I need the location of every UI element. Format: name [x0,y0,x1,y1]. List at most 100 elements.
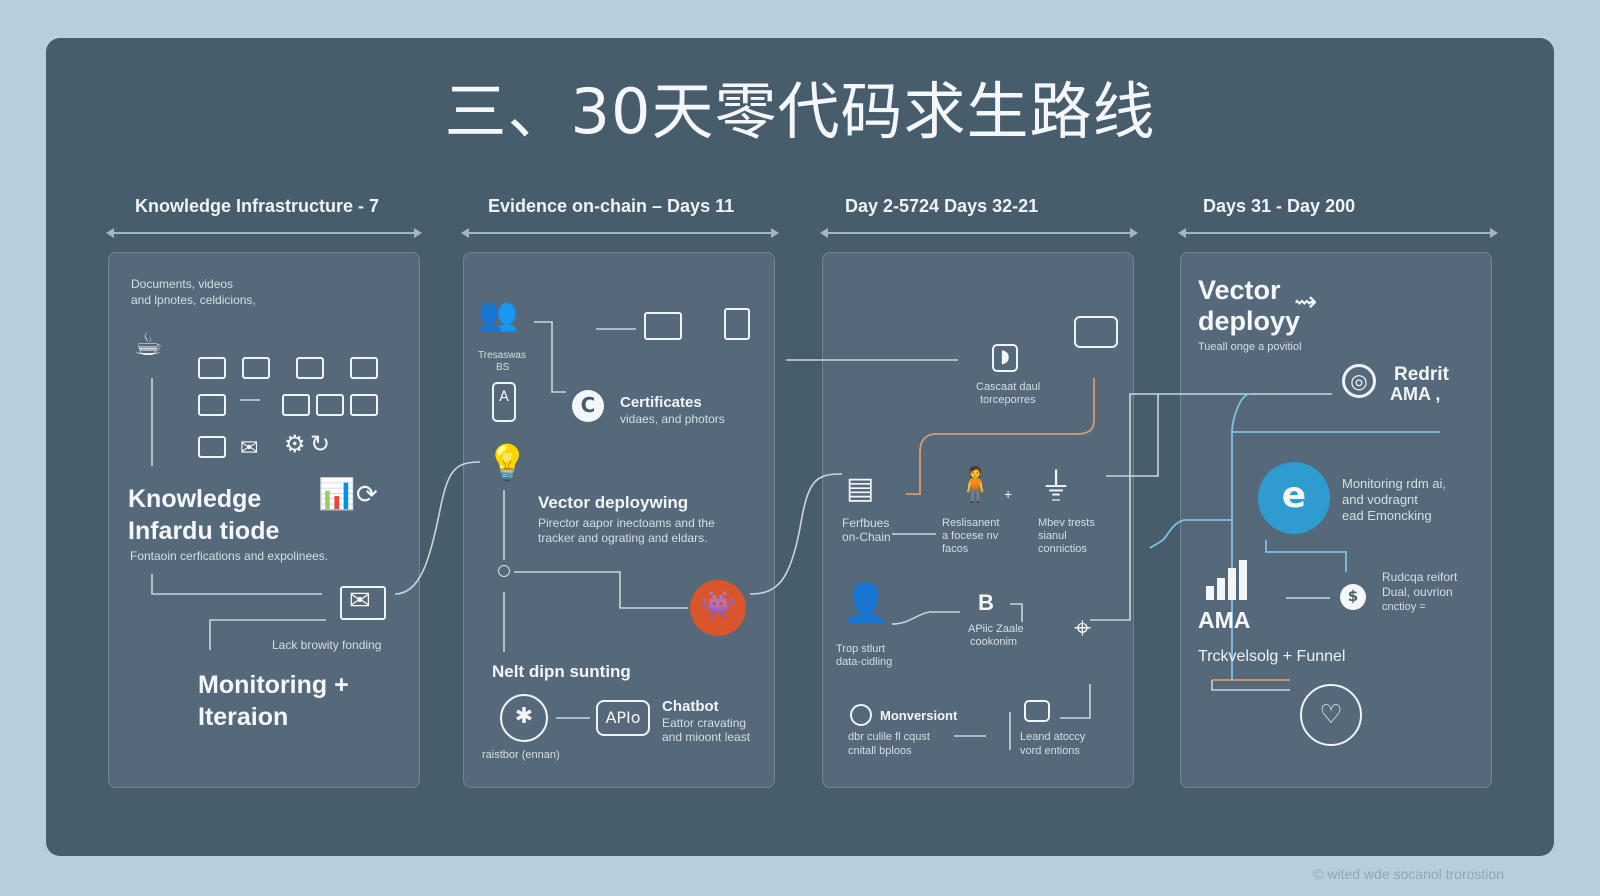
col3-api-line2: cookonim [970,636,1018,648]
globe-icon: ◎ [1342,364,1376,398]
col3-top-line2: data-cidling [836,656,893,668]
col3-b-letter: B [978,590,994,615]
col3-plus: + [1004,486,1013,502]
heart-icon: ♡ [1300,684,1362,746]
col4-redrit-line1: Redrit [1394,364,1449,385]
user-group-icon: 👥 [478,295,518,333]
sync-icon: ⟳ [356,480,378,510]
wire-col1-to-col2 [394,461,481,595]
col1-heading-infra: Infardu tiode [128,517,280,545]
phase-1-panel [108,252,420,788]
col4-funnel-label: Trckvelsolg + Funnel [1198,648,1346,665]
phase-2-timeline-arrow [461,228,779,238]
col1-heading-monitoring: Monitoring + [198,671,349,699]
col4-mon-line3: ead Emoncking [1342,508,1432,523]
col3-cascat-line1: Cascaat daul [976,381,1041,393]
col3-f3-line2: sianul [1038,530,1067,542]
col3-f2-line3: facos [942,543,969,555]
lightbulb-icon: 💡 [486,443,529,483]
user-icon: 👤 [842,581,890,625]
refresh-icon: ↻ [310,430,331,458]
col4-redrit-line2: AMA , [1390,384,1441,404]
col2-tiny-label1: Tresaswas [478,350,526,361]
col4-rud-line3: cnctioy = [1382,601,1426,613]
plug-icon: ⏚ [1040,465,1073,503]
wire-col4-funnel [1211,680,1290,691]
blue-wire-col4-left [1149,519,1232,549]
col2-bottom-caption: raistbor (ennan) [482,749,560,761]
wire-col3-plug-to-col4 [1106,394,1159,477]
col3-f1-line1: Ferfbues [842,516,890,530]
col3-monv-sub2: cnitall bploos [848,745,912,757]
col2-chatbot-title: Chatbot [662,698,719,715]
chart-icon: 📊 [318,477,356,512]
wire-col3-lead-up [1060,684,1091,719]
server-stack-icon: ▤ [846,471,875,506]
col2-chatbot-sub2: and mioont least [662,730,751,744]
col2-nelt-heading: Nelt dipn sunting [492,662,631,681]
col3-cascat-line2: torceporres [980,394,1036,406]
dollar-icon: $ [1340,584,1366,610]
wire-col2-to-reddit [514,571,688,609]
col4-rud-line2: Dual, ouvrion [1382,585,1453,599]
col2-cert-title: Certificates [620,394,702,411]
col3-f2-line2: a focese nv [942,530,999,542]
col2-vector-sub1: Pirector aapor inectoams and the [538,516,715,530]
phase-3-panel [822,252,1134,788]
col1-heading-knowledge: Knowledge [128,485,262,513]
phase-3-header: Day 2-5724 Days 32-21 [845,196,1039,216]
col1-intro-line2: and lpnotes, celdicions, [131,293,256,307]
node-dot [498,565,510,577]
crosshair-icon: ⌖ [1074,611,1091,646]
envelope-open-icon: ✉ [240,436,259,461]
gear-icon [850,704,872,726]
col4-vector-line2: deployy [1198,306,1301,336]
bar-chart-icon [1206,560,1247,600]
document-icon [350,394,378,416]
footer-watermark: © wited wde socanol trorostion [1313,866,1504,882]
col2-cert-subtitle: vidaes, and photors [620,412,725,426]
envelope-flap: ✉ [349,586,371,616]
orange-wire-col3 [906,378,1095,495]
col3-f1-line2: on-Chain [842,530,891,544]
image-icon [316,394,344,416]
bowl-icon: ☕ [134,325,163,363]
wire-col1-to-lock [151,574,322,595]
blue-wire-col4-join [1231,393,1251,433]
page-title: 三、30天零代码求生路线 [444,75,1156,148]
col3-f3-line1: Mbev trests [1038,517,1095,529]
col4-rud-line1: Rudcqa reifort [1382,570,1458,584]
col4-mon-line2: and vodragnt [1342,492,1418,507]
col3-monv-sub1: dbr culile fl cqust [848,731,930,743]
col1-lock-caption: Lack browity fonding [272,638,382,652]
phase-1-timeline-arrow [106,228,422,238]
phase-1-header: Knowledge Infrastructure - 7 [135,196,380,216]
phase-4-header: Days 31 - Day 200 [1203,196,1356,216]
edge-icon: e [1258,462,1330,534]
wire-col2-to-col3 [749,473,843,595]
wire-col3-to-col4 [1090,393,1332,621]
monitor-icon [644,312,682,340]
wire-col1-return [209,619,326,650]
col3-lead-line1: Leand atoccy [1020,731,1086,743]
arrow-sketch-icon: ⇝ [1294,285,1318,318]
col4-vector-sub: Tueall onge a povitiol [1198,341,1302,353]
document-icon [724,308,750,340]
card-icon [198,436,226,458]
chat-icon [1024,700,1050,722]
phase-2-header: Evidence on-chain – Days 11 [488,196,735,216]
col3-lead-line2: vord entions [1020,745,1080,757]
envelope-icon [198,357,226,379]
col2-vector-sub2: tracker and ograting and eldars. [538,531,708,545]
col3-api-line1: APiic Zaale [968,623,1024,635]
col2-tiny-label2: BS [496,362,510,373]
image-icon [350,357,378,379]
audio-icon: ◗ [992,344,1018,372]
col1-heading-iteration: Iteraion [198,703,289,731]
gear-icon: ⚙ [284,430,306,458]
photo-stack-icon [296,357,324,379]
col4-vector-line1: Vector [1198,275,1281,305]
certificate-icon: C [572,390,604,422]
phase-3-timeline-arrow [820,228,1138,238]
envelope-icon [282,394,310,416]
